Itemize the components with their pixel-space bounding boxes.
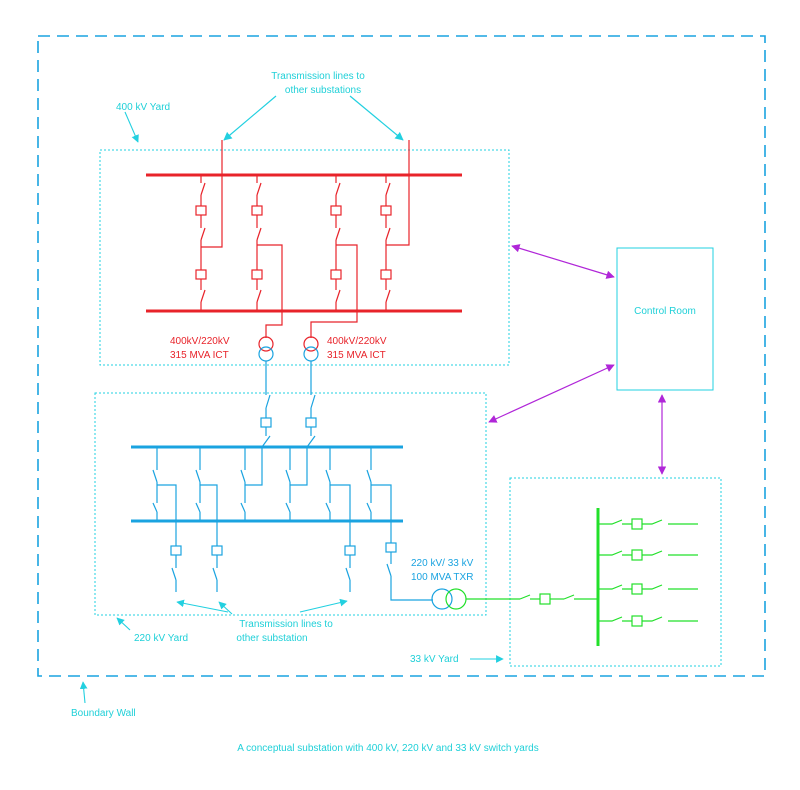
control-room-label: Control Room <box>634 306 696 317</box>
feeder-220-2 <box>212 521 218 592</box>
feeder-33-2 <box>598 550 698 556</box>
boundary-wall <box>37 35 766 677</box>
ict-right-label-line1: 400kV/220kV <box>327 336 387 347</box>
yard-220-frame <box>94 392 487 616</box>
yard-220-label: 220 kV Yard <box>134 633 188 644</box>
control-room-box <box>616 247 714 391</box>
bay-400-3 <box>310 175 358 338</box>
hv-400kv-network <box>146 140 462 352</box>
incomer-left <box>261 361 271 448</box>
ict-right-primary <box>303 336 319 352</box>
feeder-220-4 <box>386 521 433 601</box>
lv-33kv-network <box>445 508 698 646</box>
ict-right-label-line2: 315 MVA ICT <box>327 350 386 361</box>
link-400-control <box>511 244 615 279</box>
yard-400-frame <box>99 149 510 366</box>
tx-bottom-pointer-mid <box>218 601 233 615</box>
ict-secondaries <box>258 346 319 362</box>
yard-400-label: 400 kV Yard <box>116 102 170 113</box>
mv-220kv-network <box>131 361 453 610</box>
link-220-control <box>488 364 615 423</box>
tx-lines-bottom-line2: other substation <box>236 633 307 644</box>
tie-bay-1 <box>152 447 177 521</box>
txr-label-line1: 220 kV/ 33 kV <box>411 558 474 569</box>
feeder-33-1 <box>598 519 698 525</box>
yard-400-pointer <box>124 111 139 143</box>
tx-arrow-right <box>349 95 404 141</box>
tie-bay-6 <box>366 447 392 521</box>
txr-secondary <box>445 588 467 610</box>
yard-220-pointer <box>116 617 131 631</box>
boundary-pointer <box>79 681 88 704</box>
feeder-33-3 <box>598 584 698 590</box>
tx-lines-top-line1: Transmission lines to <box>271 71 365 82</box>
feeder-220-1 <box>171 521 177 592</box>
txr-label-line2: 100 MVA TXR <box>411 572 473 583</box>
bay-400-2 <box>251 175 283 338</box>
tie-bay-3 <box>240 447 263 521</box>
bay-400-4 <box>380 175 410 311</box>
tx-bottom-pointer-right <box>299 598 348 613</box>
ict-left-secondary <box>258 346 274 362</box>
tie-bay-5 <box>325 447 351 521</box>
bay-400-1 <box>195 175 223 311</box>
tx-bottom-pointer-left <box>176 599 229 613</box>
ict-right-secondary <box>303 346 319 362</box>
boundary-wall-label: Boundary Wall <box>71 708 136 719</box>
yard-33-frame <box>509 477 722 667</box>
tie-bay-2 <box>195 447 218 521</box>
feeder-33-4 <box>598 616 698 622</box>
diagram-caption: A conceptual substation with 400 kV, 220… <box>237 743 538 754</box>
incomer-right <box>306 361 316 448</box>
tx-lines-top-line2: other substations <box>285 85 361 96</box>
txr-primary <box>431 588 453 610</box>
ict-left-label-line1: 400kV/220kV <box>170 336 230 347</box>
tx-arrow-left <box>223 95 277 141</box>
tie-bay-4 <box>285 447 308 521</box>
yard-33-label: 33 kV Yard <box>410 654 459 665</box>
ict-left-primary <box>258 336 274 352</box>
tx-lines-bottom-line1: Transmission lines to <box>239 619 333 630</box>
ict-left-label-line2: 315 MVA ICT <box>170 350 229 361</box>
feeder-220-3 <box>345 521 351 592</box>
